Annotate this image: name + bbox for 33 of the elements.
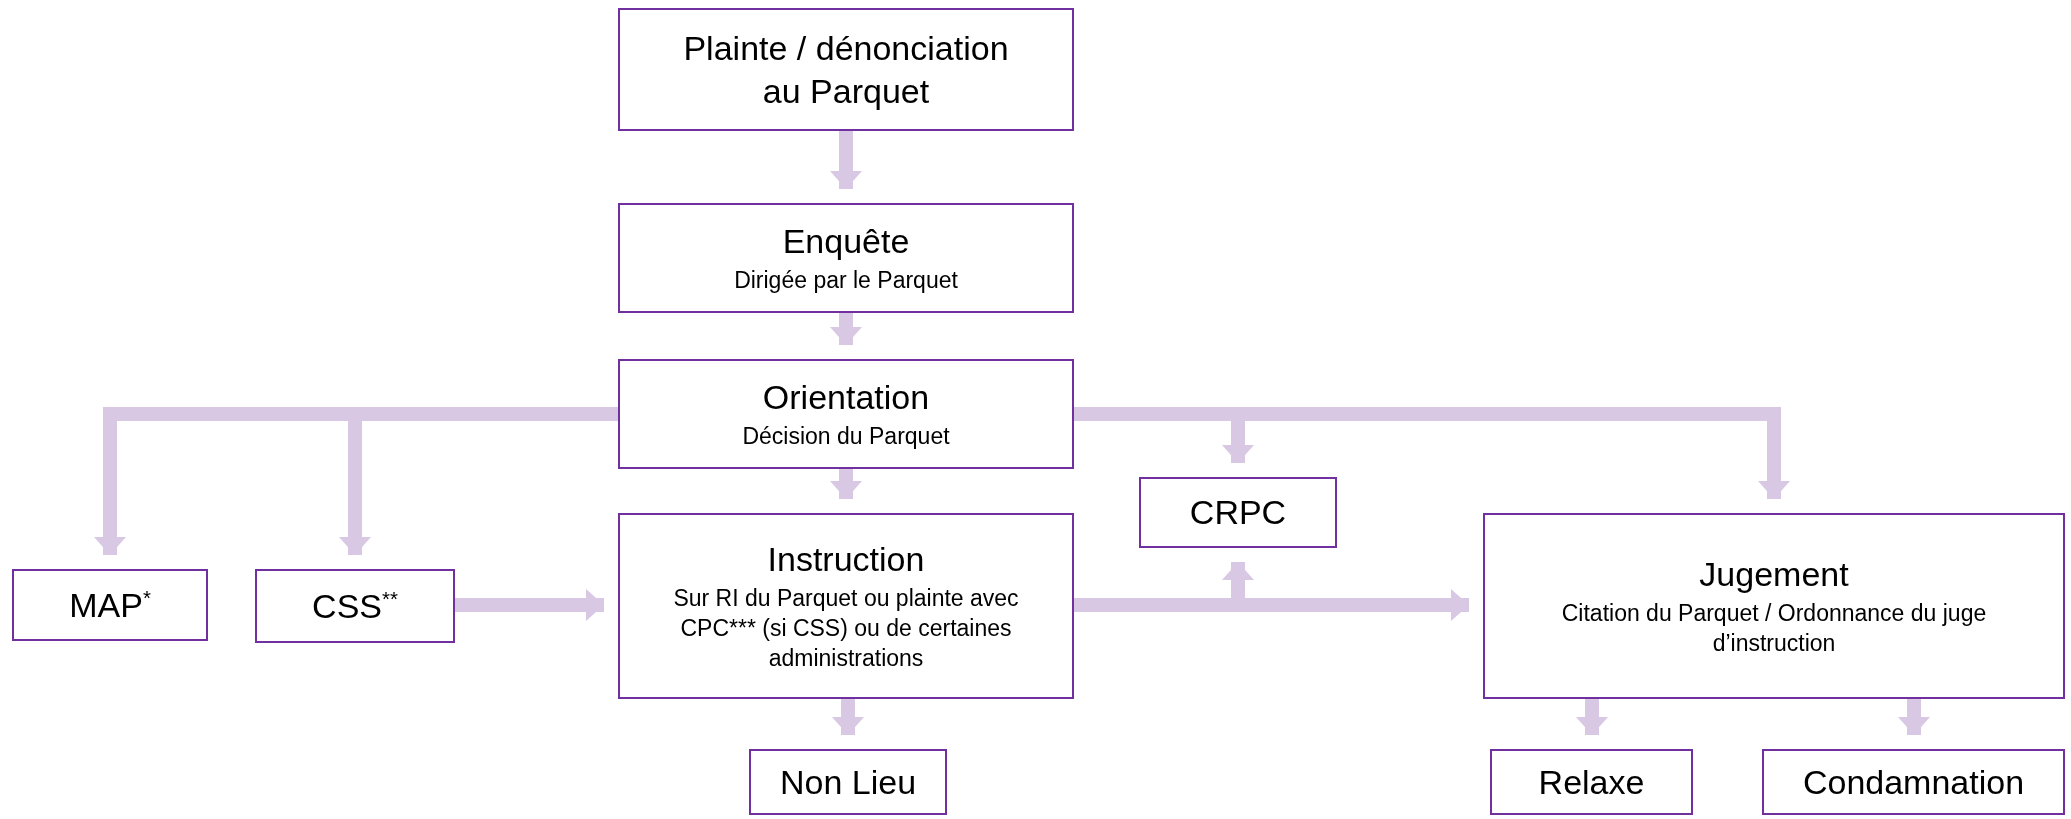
box-title: Enquête <box>782 220 910 262</box>
process-box <box>1483 513 2065 699</box>
box-title: CRPC <box>1189 492 1287 534</box>
box-title: Relaxe <box>1538 761 1645 803</box>
box-subtitle: Décision du Parquet <box>742 422 950 452</box>
arrow <box>1898 699 1930 735</box>
box-title: Condamnation <box>1802 761 2025 803</box>
process-box <box>618 8 1074 131</box>
process-box <box>618 359 1074 469</box>
arrow <box>830 313 862 345</box>
process-box <box>749 749 947 815</box>
box-title: Non Lieu <box>779 761 917 803</box>
process-box <box>618 513 1074 699</box>
box-title: CSS$^{**}$ <box>312 585 398 627</box>
box-subtitle: Sur RI du Parquet ou plainte avec CPC*** (si CSS) ou de certaines administrations <box>672 584 1020 674</box>
process-box <box>255 569 455 643</box>
process-box <box>618 203 1074 313</box>
process-box <box>1762 749 2065 815</box>
arrow <box>455 589 604 621</box>
arrow <box>830 131 862 189</box>
box-title: Instruction <box>767 538 925 580</box>
process-box <box>12 569 208 641</box>
box-title: Jugement <box>1699 553 1849 595</box>
box-title: Plainte / dénonciation au Parquet <box>682 28 1010 112</box>
box-title: MAP$^{*}$ <box>69 584 151 626</box>
arrow <box>1576 699 1608 735</box>
box-title: Orientation <box>762 376 930 418</box>
box-subtitle: Citation du Parquet / Ordonnance du juge d’instruction <box>1560 599 1988 659</box>
box-subtitle: Dirigée par le Parquet <box>734 266 958 296</box>
arrow <box>832 699 864 735</box>
process-box <box>1490 749 1693 815</box>
process-box <box>1139 477 1337 548</box>
arrow <box>830 469 862 499</box>
